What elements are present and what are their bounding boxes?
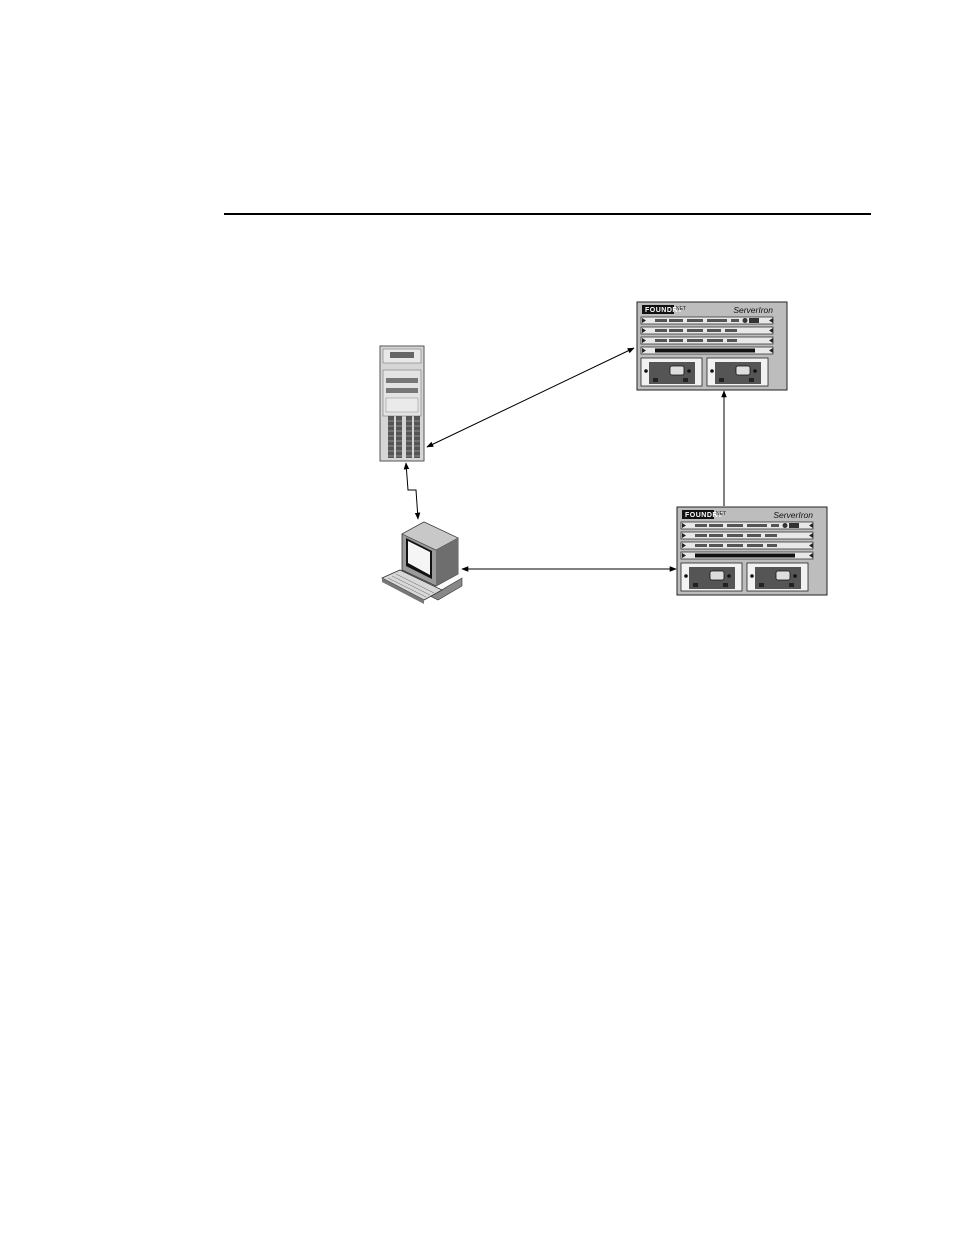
- link-server-to-workstation-wan: [406, 463, 418, 519]
- link-server-to-top-chassis: [427, 348, 634, 447]
- top-chassis-label: ServerIron: [733, 305, 773, 315]
- chassis-switch-icon: [677, 507, 827, 595]
- bottom-chassis-label: ServerIron: [773, 510, 813, 520]
- top-chassis-brand-suffix: NET: [676, 306, 686, 312]
- bottom-chassis-brand-suffix: NET: [716, 511, 726, 517]
- top-chassis-switch: FOUNDRY NET ServerIron: [637, 302, 787, 390]
- bottom-chassis-switch: FOUNDRY NET ServerIron: [677, 507, 827, 595]
- desktop-computer-icon: [382, 522, 462, 604]
- tower-server-icon: [380, 346, 424, 461]
- chassis-switch-icon: [637, 302, 787, 390]
